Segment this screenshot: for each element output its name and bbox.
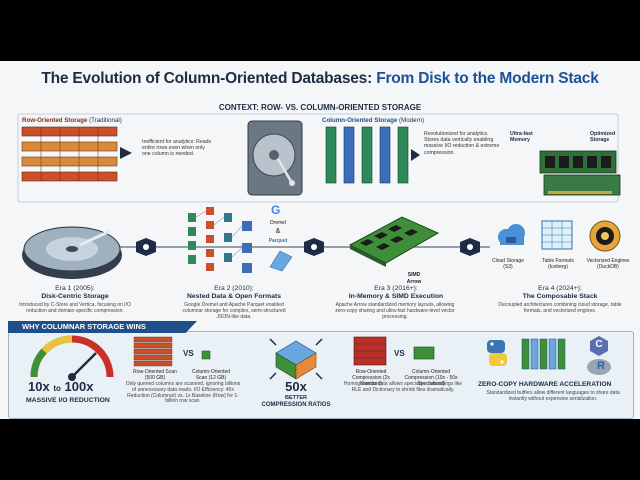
era1-title: Era 1 (2005): Disk-Centric Storage bbox=[20, 285, 130, 301]
scan-vs-label: VS bbox=[183, 349, 194, 358]
era1-name: Disk-Centric Storage bbox=[41, 293, 109, 300]
infographic: The Evolution of Column-Oriented Databas… bbox=[0, 61, 640, 419]
ultra-fast-memory-label: Ultra-fast Memory bbox=[510, 131, 533, 144]
context-frame bbox=[17, 113, 619, 203]
col-scan-stack-icon bbox=[201, 350, 211, 360]
row-scan-stack-icon bbox=[133, 336, 173, 367]
cloud-storage-icon bbox=[498, 224, 525, 245]
era4-desc: Decoupled architectures combining cloud … bbox=[498, 302, 622, 314]
c-language-letter: C bbox=[595, 339, 603, 350]
parquet-icon bbox=[269, 250, 293, 272]
era2-heading: Era 2 (2010): bbox=[214, 285, 254, 292]
parquet-label: Parquet bbox=[268, 238, 288, 244]
era2-title: Era 2 (2010): Nested Data & Open Formats bbox=[186, 285, 282, 301]
col-storage-label-text: Column-Oriented Storage bbox=[322, 117, 398, 124]
col-storage-label-suffix: (Modern) bbox=[399, 117, 425, 124]
col-storage-note: Revolutionized for analytics. Stores dat… bbox=[424, 131, 500, 156]
r-language-icon bbox=[587, 359, 611, 375]
era3-chip-icon bbox=[348, 216, 440, 267]
row-storage-blocks bbox=[21, 126, 132, 182]
google-logo: G bbox=[271, 203, 281, 217]
timeline-line bbox=[120, 238, 490, 256]
io-to: to bbox=[53, 384, 61, 393]
zero-copy-heading: ZERO-COPY HARDWARE ACCELERATION bbox=[478, 381, 612, 388]
row-scan-label: Row-Oriented Scan (500 GB) bbox=[133, 369, 177, 381]
compression-vs-label: VS bbox=[394, 349, 405, 358]
io-reduction-caption: MASSIVE I/O REDUCTION bbox=[26, 397, 110, 404]
row-storage-label-text: Row-Oriented Storage bbox=[22, 117, 88, 124]
col-storage-blocks bbox=[325, 126, 420, 184]
context-heading: CONTEXT: ROW- VS. COLUMN-ORIENTED STORAG… bbox=[218, 103, 422, 112]
page-title: The Evolution of Column-Oriented Databas… bbox=[0, 70, 640, 88]
col-compression-block bbox=[413, 346, 435, 360]
era2-desc: Google Dremel and Apache Parquet enabled… bbox=[182, 302, 286, 320]
memory-chip-icon bbox=[539, 150, 621, 196]
gauge-icon bbox=[30, 335, 114, 381]
row-compression-label: Row-Oriented Compression (2x Standard) bbox=[352, 369, 390, 387]
arrow-label: Arrow bbox=[406, 279, 422, 285]
col-compression-label: Column-Oriented Compression (10x - 50x S… bbox=[404, 369, 458, 387]
era4-heading: Era 4 (2024+): bbox=[538, 285, 582, 292]
era3-heading: Era 3 (2016+): bbox=[374, 285, 418, 292]
era3-desc: Apache Arrow standardized memory layouts… bbox=[335, 302, 455, 320]
col-storage-label: Column-Oriented Storage (Modern) bbox=[322, 117, 424, 124]
io-big2: 100x bbox=[64, 379, 94, 394]
row-compression-block bbox=[353, 336, 387, 366]
title-part1: The Evolution of Column-Oriented Databas… bbox=[41, 70, 373, 87]
dremel-label: Dremel bbox=[269, 220, 287, 226]
era2-nested-icon bbox=[188, 207, 252, 273]
io-reduction-figure: 10x to 100x bbox=[28, 379, 93, 394]
simd-label: SIMD bbox=[407, 272, 421, 278]
row-storage-note: Inefficient for analytics: Reads entire … bbox=[142, 139, 212, 158]
c-language-icon bbox=[590, 336, 608, 356]
row-storage-label-suffix: (Traditional) bbox=[89, 117, 122, 124]
amp-label: & bbox=[275, 228, 281, 235]
io-big1: 10x bbox=[28, 379, 50, 394]
wins-banner: WHY COLUMNAR STORAGE WINS bbox=[8, 321, 197, 333]
hard-drive-icon bbox=[247, 120, 303, 196]
era3-name: In-Memory & SIMD Execution bbox=[348, 293, 444, 300]
duckdb-gear-icon bbox=[589, 220, 621, 252]
compression-caption1: BETTER bbox=[285, 395, 307, 401]
era2-name: Nested Data & Open Formats bbox=[186, 293, 282, 300]
compression-cube-icon bbox=[269, 338, 323, 380]
python-icon bbox=[487, 340, 507, 366]
zero-copy-desc: Standardized buffers allow different lan… bbox=[486, 390, 620, 402]
compression-desc: Homogeneous data allows specialized enco… bbox=[343, 381, 463, 393]
era1-disk-icon bbox=[22, 226, 122, 279]
row-storage-label: Row-Oriented Storage (Traditional) bbox=[22, 117, 122, 124]
vectorized-engines-label: Vectorized Engines (DuckDB) bbox=[586, 258, 630, 270]
era4-name: The Composable Stack bbox=[522, 293, 598, 300]
cloud-storage-label: Cloud Storage (S3) bbox=[492, 258, 524, 270]
shared-buffer-icon bbox=[521, 338, 566, 370]
compression-caption2: COMPRESSION RATIOS bbox=[261, 402, 331, 408]
compression-figure: 50x bbox=[285, 379, 307, 394]
optimized-storage-label: Optimized Storage bbox=[590, 131, 616, 144]
era1-desc: Introduced by C-Store and Vertica, focus… bbox=[19, 302, 131, 314]
era4-title: Era 4 (2024+): The Composable Stack bbox=[510, 285, 610, 301]
table-format-icon bbox=[541, 220, 573, 250]
r-language-letter: R bbox=[597, 360, 605, 372]
col-scan-label: Column-Oriented Scan (12 GB) bbox=[191, 369, 231, 381]
table-formats-label: Table Formats (Iceberg) bbox=[542, 258, 574, 270]
title-part2: From Disk to the Modern Stack bbox=[376, 70, 599, 87]
era1-heading: Era 1 (2005): bbox=[55, 285, 95, 292]
scan-desc: Only queried columns are scanned, ignori… bbox=[125, 381, 241, 405]
era3-title: Era 3 (2016+): In-Memory & SIMD Executio… bbox=[340, 285, 452, 301]
